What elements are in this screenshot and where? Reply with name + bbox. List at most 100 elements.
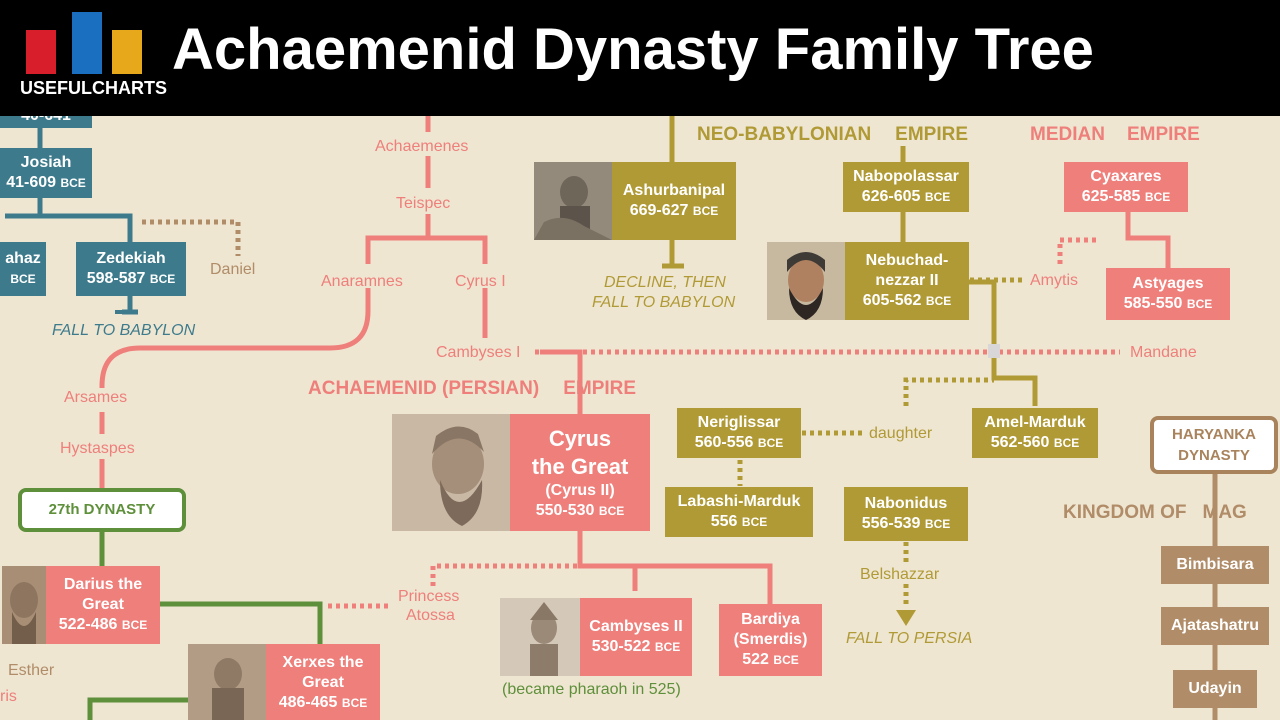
person-name: Nabopolassar (853, 168, 959, 185)
person-box-cyaxares[interactable]: Cyaxares 625-585 BCE (1064, 162, 1188, 212)
person-box-top-cut[interactable]: 40-641 (0, 116, 92, 128)
marriage-lines (142, 219, 1120, 609)
person-box-nabonidus[interactable]: Nabonidus 556-539 BCE (844, 487, 968, 541)
portrait-nebuchadnezzar (767, 242, 845, 320)
label-teispec: Teispec (396, 195, 451, 212)
top-cut-text: 40-641 (21, 116, 71, 126)
dynasty-label-line1: HARYANKA (1172, 426, 1256, 443)
person-box-bimbisara[interactable]: Bimbisara (1161, 546, 1269, 584)
bce-unit: BCE (1053, 436, 1080, 450)
label-decline-fall-to-babylon: FALL TO BABYLON (592, 294, 736, 311)
person-years: 562-560 (990, 434, 1050, 451)
portrait-cambyses-ii (500, 598, 580, 676)
person-years: 585-550 (1123, 295, 1183, 312)
label-hystaspes: Hystaspes (60, 440, 135, 457)
label-fall-to-babylon-judah: FALL TO BABYLON (52, 322, 196, 339)
logo-yellow-bar (112, 30, 142, 74)
bce-unit: BCE (1144, 190, 1171, 204)
person-years: 530-522 (591, 638, 651, 655)
person-years: 605-562 (862, 292, 922, 309)
person-box-cambyses-ii[interactable]: Cambyses II 530-522 BCE (580, 598, 692, 676)
person-name: Cyaxares (1090, 168, 1162, 185)
bce-unit: BCE (60, 176, 86, 190)
bce-unit: BCE (924, 190, 951, 204)
family-tree: 40-641 Josiah 41-609 BCE ahaz BCE Zedeki… (0, 116, 1280, 720)
person-name-line1: Bardiya (741, 611, 800, 628)
label-became-pharaoh: (became pharaoh in 525) (502, 681, 681, 698)
label-achaemenes: Achaemenes (375, 138, 469, 155)
portrait-cyrus-the-great (392, 414, 510, 531)
dynasty-label-line2: DYNASTY (1178, 447, 1250, 464)
person-box-josiah[interactable]: Josiah 41-609 BCE (0, 148, 92, 198)
person-box-darius-the-great[interactable]: Darius the Great 522-486 BCE (46, 566, 160, 644)
person-box-nebuchadnezzar[interactable]: Nebuchad- nezzar II 605-562 BCE (845, 242, 969, 320)
label-decline-then: DECLINE, THEN (604, 274, 726, 291)
person-name: Amel-Marduk (984, 414, 1086, 431)
person-name: Ashurbanipal (622, 182, 726, 199)
person-box-udayin[interactable]: Udayin (1173, 670, 1257, 708)
person-box-zedekiah[interactable]: Zedekiah 598-587 BCE (76, 242, 186, 296)
portrait-ashurbanipal (534, 162, 612, 240)
person-box-amel-marduk[interactable]: Amel-Marduk 562-560 BCE (972, 408, 1098, 458)
egypt-lines (87, 530, 323, 720)
person-years: 522-486 (58, 616, 118, 633)
logo-text: USEFULCHARTS (20, 78, 167, 98)
person-box-labashi-marduk[interactable]: Labashi-Marduk 556 BCE (665, 487, 813, 537)
person-name: Zedekiah (96, 250, 166, 267)
person-years: 556 (710, 513, 738, 530)
person-box-bardiya[interactable]: Bardiya (Smerdis) 522 BCE (719, 604, 822, 676)
bce-unit: BCE (10, 272, 36, 286)
line-terminators (115, 264, 1000, 626)
person-name: Cambyses II (589, 618, 683, 635)
person-name-line2: the Great (531, 453, 629, 479)
bce-unit: BCE (924, 517, 951, 531)
person-years: 669-627 (629, 202, 689, 219)
label-princess: Princess (398, 588, 460, 605)
person-name: Bimbisara (1176, 556, 1254, 573)
person-box-astyages[interactable]: Astyages 585-550 BCE (1106, 268, 1230, 320)
label-daughter: daughter (869, 425, 933, 442)
achaemenid-lines (99, 116, 1171, 604)
dynasty-27th-box[interactable]: 27th DYNASTY (18, 488, 186, 532)
person-years: 598-587 (86, 270, 146, 287)
label-ris: ris (0, 688, 17, 705)
dynasty-haryanka-box[interactable]: HARYANKA DYNASTY (1150, 416, 1278, 474)
portrait-darius (2, 566, 48, 644)
person-years: 556-539 (861, 515, 921, 532)
person-name: Ajatashatru (1170, 617, 1260, 634)
person-years: 486-465 (278, 694, 338, 711)
bce-unit: BCE (741, 515, 768, 529)
person-box-xerxes-the-great[interactable]: Xerxes the Great 486-465 BCE (266, 644, 380, 720)
bce-unit: BCE (598, 503, 625, 518)
label-fall-to-persia: FALL TO PERSIA (846, 630, 973, 647)
bce-unit: BCE (121, 618, 148, 632)
person-years: 550-530 (535, 501, 595, 519)
label-esther: Esther (8, 662, 55, 679)
person-box-cyrus-the-great[interactable]: Cyrus the Great (Cyrus II) 550-530 BCE (510, 414, 650, 531)
portrait-xerxes (188, 644, 266, 720)
person-name-line1: Xerxes the (282, 654, 364, 671)
person-box-nabopolassar[interactable]: Nabopolassar 626-605 BCE (843, 162, 969, 212)
person-box-jehoahaz[interactable]: ahaz BCE (0, 242, 46, 296)
label-cambyses-i: Cambyses I (436, 344, 521, 361)
bce-unit: BCE (341, 696, 368, 710)
label-belshazzar: Belshazzar (860, 566, 940, 583)
person-box-neriglissar[interactable]: Neriglissar 560-556 BCE (677, 408, 801, 458)
header-bar: USEFULCHARTS Achaemenid Dynasty Family T… (0, 0, 1280, 116)
label-anaramnes: Anaramnes (321, 273, 403, 290)
person-box-ajatashatru[interactable]: Ajatashatru (1161, 607, 1269, 645)
person-name: Neriglissar (697, 414, 781, 431)
person-box-ashurbanipal[interactable]: Ashurbanipal 669-627 BCE (612, 162, 736, 240)
logo-blue-bar (72, 12, 102, 74)
label-atossa: Atossa (406, 607, 455, 624)
bce-unit: BCE (773, 653, 799, 667)
person-name-line1: Darius the (63, 576, 143, 593)
person-alt-name: (Cyrus II) (545, 481, 615, 499)
arrow-down-icon (896, 610, 916, 626)
label-amytis: Amytis (1030, 272, 1078, 289)
bce-unit: BCE (692, 204, 719, 218)
tree-connector-lines (5, 116, 1218, 720)
bce-unit: BCE (925, 294, 952, 308)
usefulcharts-logo[interactable]: USEFULCHARTS (20, 12, 167, 104)
